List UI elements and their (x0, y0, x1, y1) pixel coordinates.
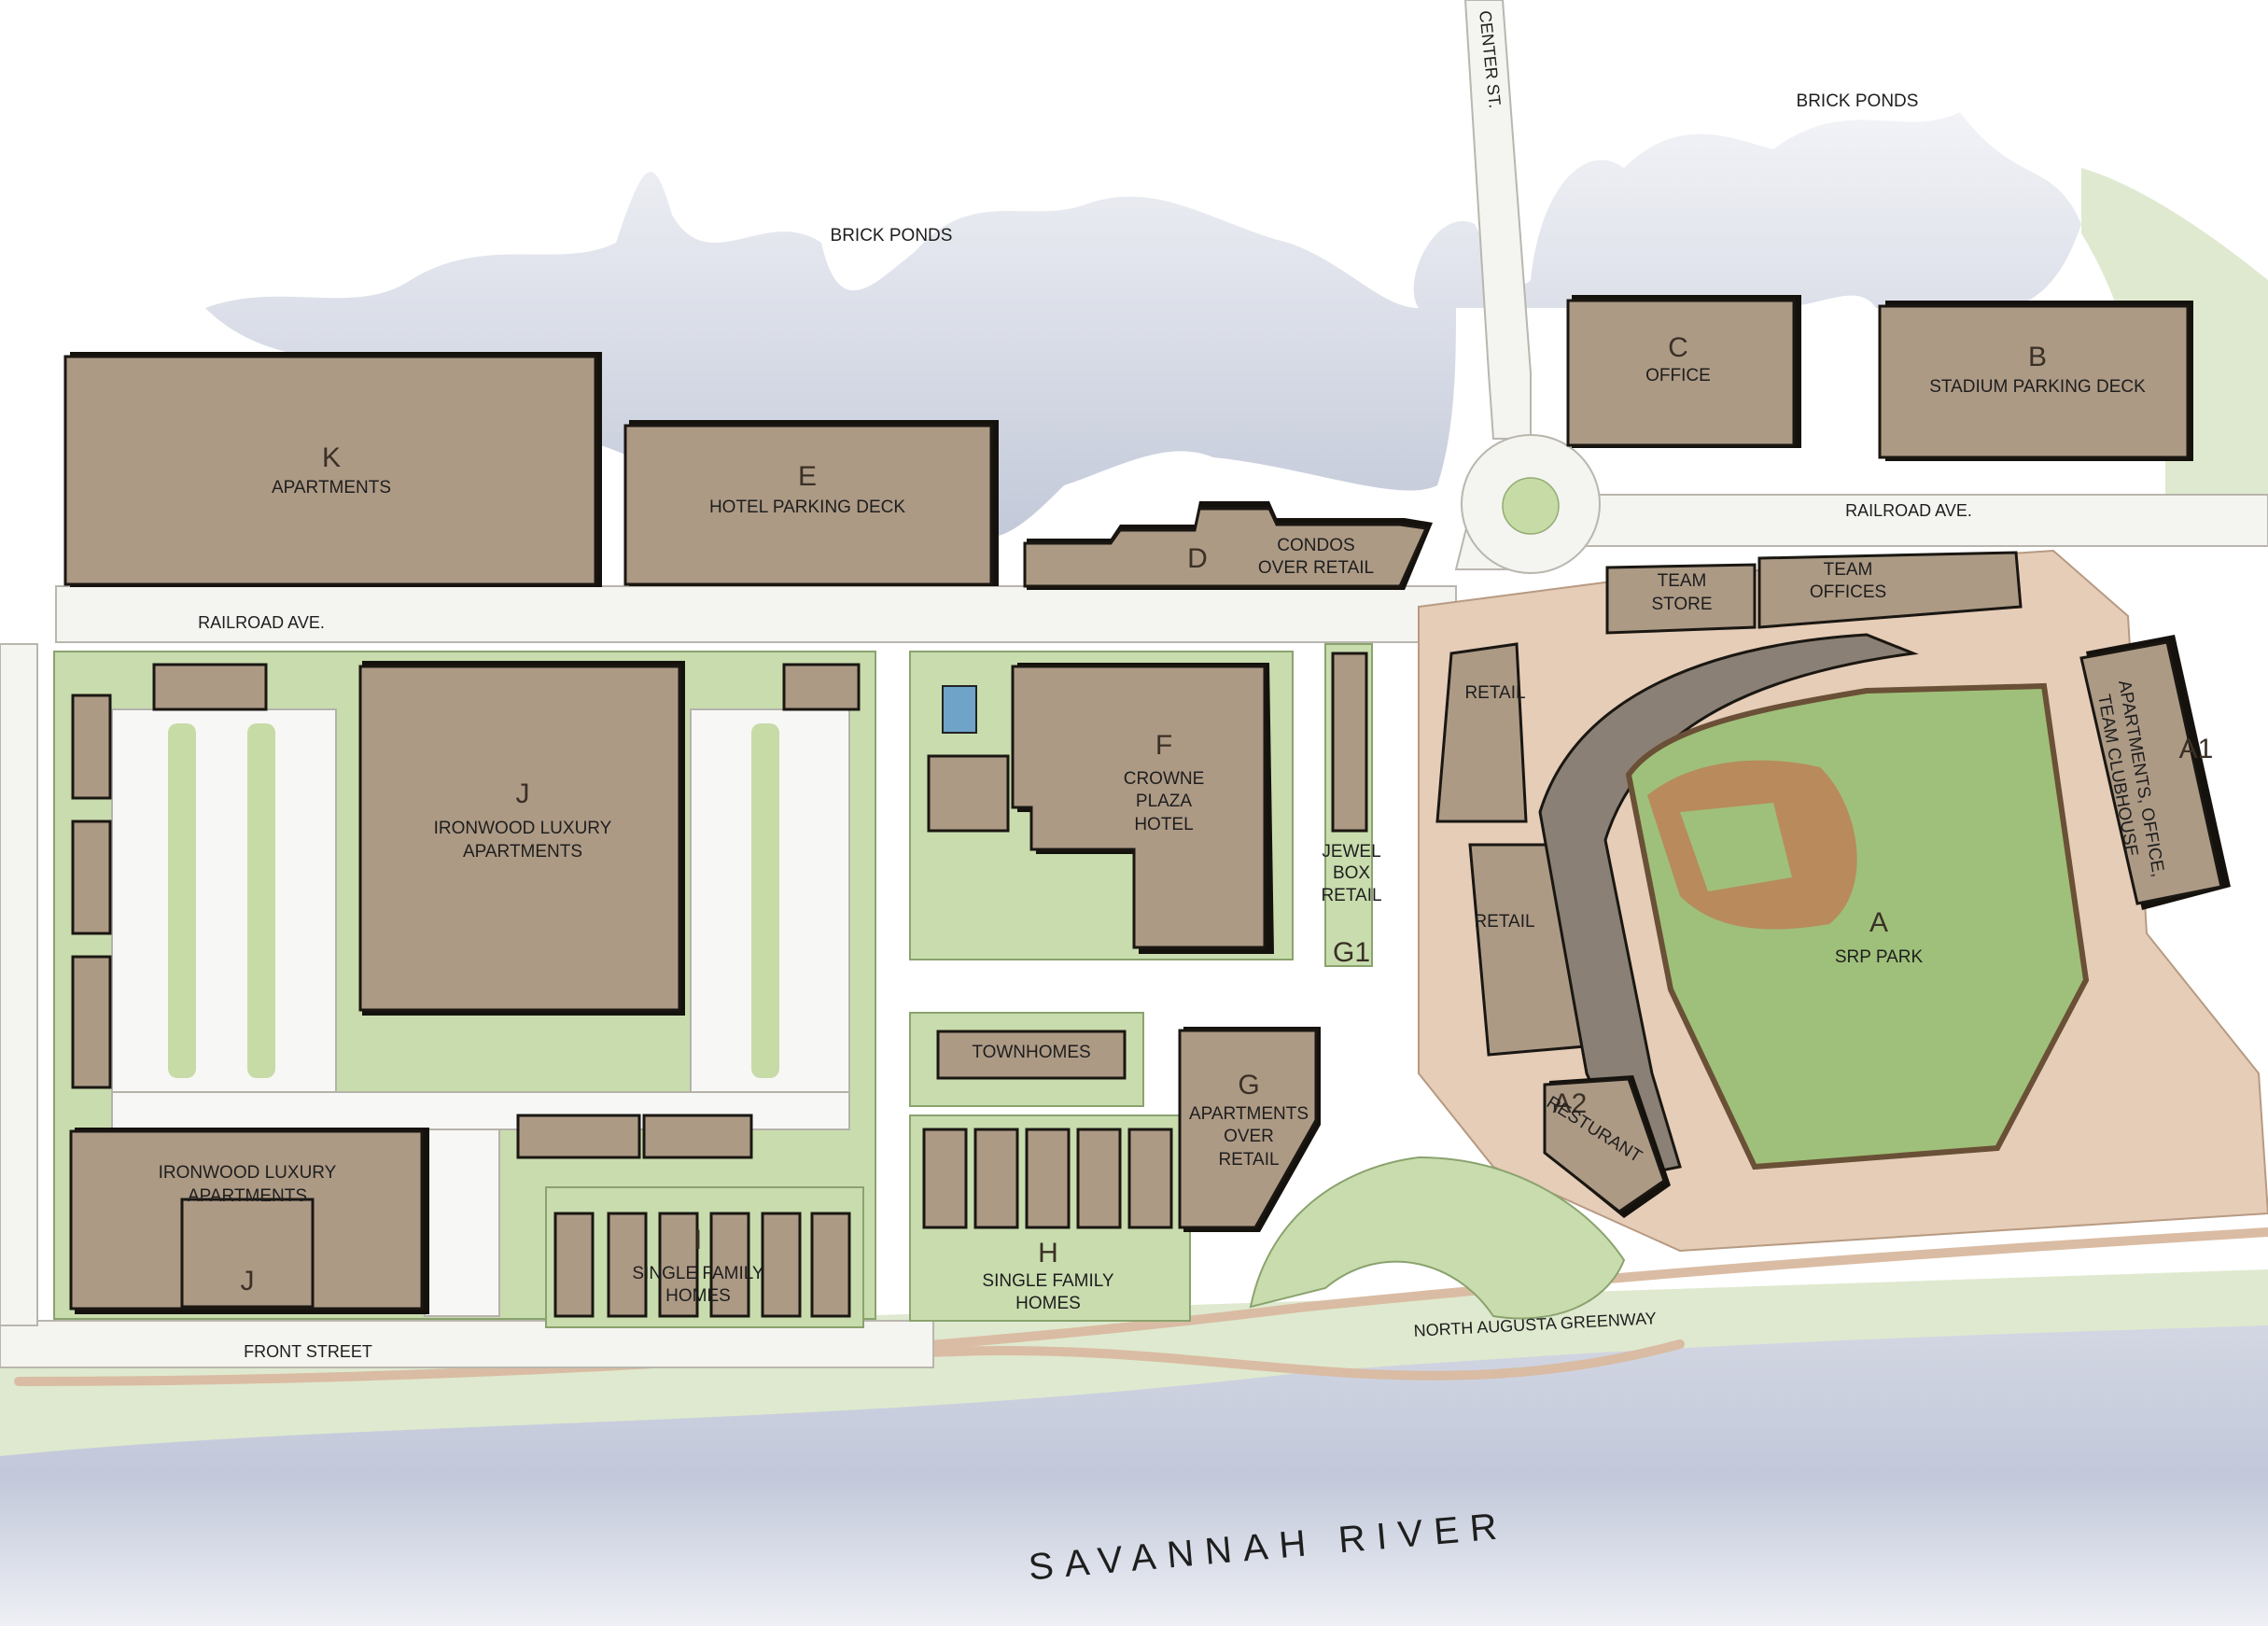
parcel-h-label-1: SINGLE FAMILY (982, 1271, 1113, 1291)
team-store-label-1: TEAM (1658, 571, 1707, 591)
parcel-b-label: STADIUM PARKING DECK (1929, 377, 2146, 397)
townhomes (936, 1030, 1127, 1080)
team-offices-label-1: TEAM (1824, 560, 1873, 580)
parcel-g-label-1: APARTMENTS (1189, 1104, 1309, 1124)
parcel-b-letter: B (2028, 342, 2047, 372)
parcel-g-label-2: OVER (1224, 1127, 1274, 1146)
parcel-e-label: HOTEL PARKING DECK (709, 498, 905, 517)
building-f (1011, 665, 1267, 949)
retail-south-label: RETAIL (1474, 912, 1534, 932)
parcel-g-letter: G (1238, 1070, 1259, 1100)
parcel-a-letter: A (1869, 907, 1888, 938)
single-family-homes-i (553, 1212, 851, 1318)
parcel-g-label-3: RETAIL (1218, 1150, 1279, 1170)
parcel-g1-label-1: JEWEL (1322, 842, 1380, 862)
west-parking-lot-1 (111, 708, 337, 1093)
parcel-f-label-3: HOTEL (1134, 815, 1193, 834)
townhomes-label: TOWNHOMES (972, 1043, 1090, 1062)
parcel-d-label-2: OVER RETAIL (1258, 558, 1374, 578)
building-d (1023, 507, 1429, 588)
building-c (1566, 299, 1796, 447)
parcel-g1-label-3: RETAIL (1321, 886, 1381, 905)
team-offices (1757, 551, 2023, 629)
parcel-d-letter: D (1187, 543, 1208, 574)
south-lawn-band (0, 1269, 2268, 1456)
west-parking-lot-4 (424, 1128, 500, 1317)
north-augusta-greenway-path (14, 1227, 2268, 1386)
parcel-h-label-2: HOMES (1015, 1294, 1081, 1313)
parcel-a-label: SRP PARK (1835, 947, 1924, 967)
building-b (1878, 304, 2190, 459)
pool (942, 685, 977, 734)
front-street-road (0, 1320, 934, 1368)
team-store-label-2: STORE (1651, 595, 1712, 614)
parcel-c-label: OFFICE (1645, 366, 1711, 385)
parcel-i-letter: I (694, 1225, 702, 1255)
building-j-north (358, 665, 681, 1012)
parcel-h-letter: H (1038, 1238, 1058, 1269)
brick-ponds-east-label: BRICK PONDS (1797, 91, 1919, 111)
parcel-a2-letter: A2 (1553, 1088, 1588, 1119)
savannah-river (0, 1325, 2268, 1626)
parcel-d-label-1: CONDOS (1277, 536, 1354, 555)
railroad-ave-west-label: RAILROAD AVE. (198, 613, 325, 632)
parcel-a1-letter: A1 (2179, 734, 2214, 764)
parcel-i-label-2: HOMES (665, 1286, 731, 1306)
retail-north (1435, 642, 1528, 823)
building-g (1178, 1029, 1318, 1229)
railroad-ave-east-label: RAILROAD AVE. (1845, 501, 1972, 520)
greenway-branch-path (910, 1339, 1685, 1381)
parcel-j-south-letter: J (241, 1266, 255, 1297)
parcel-j-north-label-1: IRONWOOD LUXURY (434, 819, 612, 838)
parcel-j-south-label-1: IRONWOOD LUXURY (159, 1163, 337, 1183)
roundabout-center-island (1502, 477, 1560, 535)
block-i-lawn (545, 1186, 864, 1328)
parcel-k-label: APARTMENTS (272, 478, 391, 498)
parcel-j-north-letter: J (516, 778, 530, 809)
west-rowhouses (71, 663, 861, 1159)
amphitheater-lawn (1249, 1156, 1626, 1320)
parcel-g1-label-2: BOX (1333, 863, 1370, 883)
parcel-k-letter: K (322, 442, 341, 473)
brick-ponds-west-label: BRICK PONDS (831, 226, 953, 245)
parcel-j-south-label-2: APARTMENTS (188, 1186, 307, 1206)
parcel-i-label-1: SINGLE FAMILY (632, 1264, 763, 1283)
parcel-f-label-1: CROWNE (1124, 769, 1205, 789)
west-edge-road (0, 643, 38, 1326)
retail-north-label: RETAIL (1464, 683, 1525, 703)
infield-grass (1680, 803, 1792, 891)
building-a1 (2079, 640, 2223, 905)
front-street-label: FRONT STREET (244, 1342, 372, 1361)
parcel-c-letter: C (1668, 332, 1688, 363)
building-e (623, 424, 993, 586)
building-g1 (1331, 652, 1368, 833)
parcel-f-letter: F (1155, 730, 1172, 761)
building-a2 (1543, 1077, 1666, 1213)
parcel-j-north-label-2: APARTMENTS (463, 842, 582, 862)
building-j-south-wing (180, 1198, 315, 1309)
team-offices-label-2: OFFICES (1810, 582, 1886, 602)
parcel-g1-letter: G1 (1333, 937, 1370, 968)
team-store (1605, 563, 1757, 635)
building-f-annex (927, 754, 1010, 833)
parcel-f-label-2: PLAZA (1136, 792, 1193, 811)
parcel-e-letter: E (798, 461, 817, 492)
building-k (63, 355, 597, 586)
parking-islands (168, 723, 779, 1078)
single-family-homes-h (922, 1128, 1173, 1229)
